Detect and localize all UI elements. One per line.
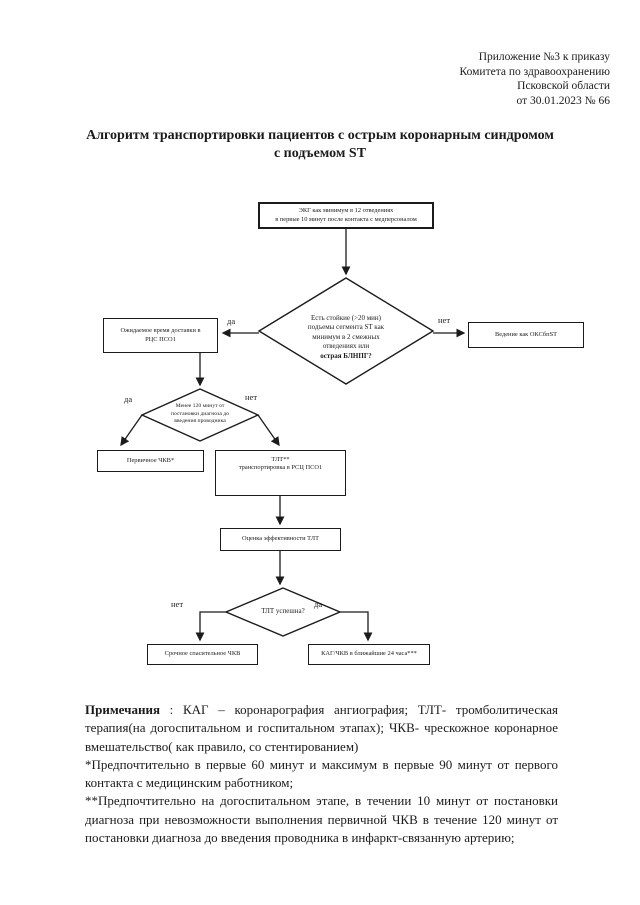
notes-section: Примечания : КАГ – коронарография ангиог… xyxy=(85,701,558,847)
rescue-pci-box: Срочное спасительное ЧКВ xyxy=(147,644,258,665)
label-success-no: нет xyxy=(171,599,184,609)
document-header: Приложение №3 к приказу Комитета по здра… xyxy=(380,50,610,108)
header-line: от 30.01.2023 № 66 xyxy=(516,94,610,107)
time-to-wire-decision-shape xyxy=(140,388,260,442)
tlt-success-decision-shape xyxy=(224,587,342,637)
time-to-wire-decision: Менее 120 минут от постановки диагноза д… xyxy=(170,403,230,425)
cag-pci-box: КАГ/ЧКВ в ближайшие 24 часа*** xyxy=(308,644,430,665)
notes-label: Примечания xyxy=(85,702,160,717)
label-time-no: нет xyxy=(245,392,258,402)
header-line: Приложение №3 к приказу xyxy=(478,51,610,63)
label-success-yes: да xyxy=(314,599,323,609)
label-st-no: нет xyxy=(438,315,451,325)
notes-definitions: Примечания : КАГ – коронарография ангиог… xyxy=(85,701,558,756)
connector-success-yes xyxy=(340,611,373,642)
st-elevation-decision-bold-text: острая БЛНПГ? xyxy=(320,351,372,360)
tlt-evaluation-box: Оценка эффективности ТЛТ xyxy=(220,528,341,551)
st-elevation-decision-shape xyxy=(257,277,435,385)
primary-pci-box: Первичное ЧКВ* xyxy=(97,450,204,472)
page-title: Алгоритм транспортировки пациентов с ост… xyxy=(86,128,554,161)
label-time-yes: да xyxy=(124,394,133,404)
connector-time-yes xyxy=(120,414,143,447)
tlt-success-decision: ТЛТ успешна? xyxy=(261,607,305,615)
header-line: Комитета по здравоохранению xyxy=(459,65,610,78)
connector-success-no xyxy=(195,611,226,642)
st-elevation-decision-text: Есть стойкие (>20 мин) подъемы сегмента … xyxy=(307,313,385,351)
tlt-transport-box: ТЛТ** транспортировка в РСЦ ПСО1 xyxy=(215,450,346,496)
notes-definitions-text: : КАГ – коронарография ангиография; ТЛТ-… xyxy=(85,702,558,754)
label-st-yes: да xyxy=(227,316,236,326)
connector-time-no xyxy=(257,414,280,447)
delivery-time-box: Ожидаемое время доставки в РЦС ПСО1 xyxy=(103,318,218,353)
st-elevation-decision: Есть стойкие (>20 мин) подъемы сегмента … xyxy=(276,304,416,371)
header-line: Псковской области xyxy=(517,80,610,93)
nste-acs-box: Ведение как ОКСбпST xyxy=(468,322,584,348)
footnote-one: *Предпочтительно в первые 60 минут и мак… xyxy=(85,756,558,791)
ekg-box: ЭКГ как минимум в 12 отведениях в первые… xyxy=(258,202,434,229)
footnote-two: **Предпочтительно на догоспитальном этап… xyxy=(85,793,558,846)
